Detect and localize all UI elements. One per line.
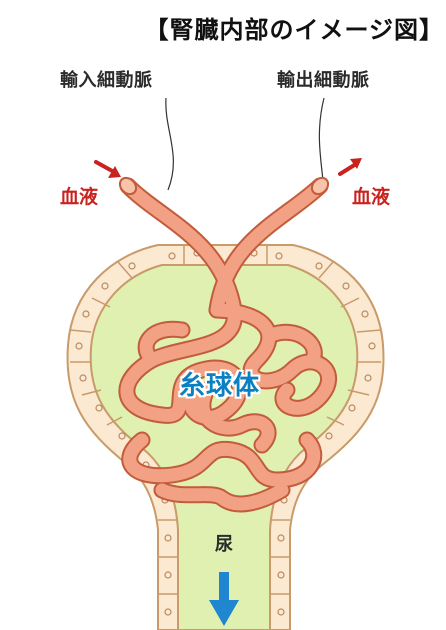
blood-in-label: 血液 xyxy=(60,182,98,209)
afferent-arteriole-label: 輸入細動脈 xyxy=(60,66,153,92)
page-title: 【腎臓内部のイメージ図】 xyxy=(0,10,446,45)
glomerulus-label: 糸球体 xyxy=(179,365,260,402)
arrow-down-icon xyxy=(207,572,241,628)
efferent-pointer xyxy=(319,98,324,188)
arrow-in-icon xyxy=(94,158,124,180)
efferent-arteriole-label: 輸出細動脈 xyxy=(277,66,370,92)
urine-label: 尿 xyxy=(215,530,233,556)
afferent-pointer xyxy=(166,98,174,190)
blood-out-label: 血液 xyxy=(352,182,390,209)
kidney-diagram: 輸入細動脈 輸出細動脈 血液 血液 糸球体 尿 xyxy=(22,60,432,630)
arrow-out-icon xyxy=(334,156,364,178)
